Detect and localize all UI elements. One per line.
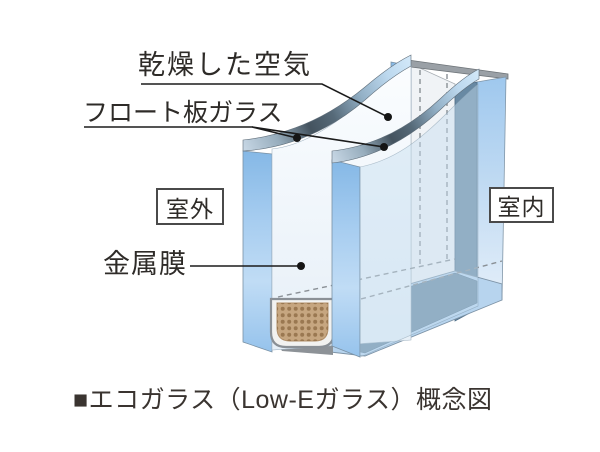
label-dry-air: 乾燥した空気 (138, 50, 312, 80)
leader-dots (293, 113, 392, 270)
leader-lines (84, 83, 389, 267)
desiccant-dots (277, 303, 328, 341)
leader-dot-metal-film (297, 262, 305, 270)
diagram-caption: ■エコガラス（Low-Eガラス）概念図 (73, 386, 493, 414)
outdoor-label-box: 室外 (156, 188, 224, 225)
label-metal-film: 金属膜 (103, 249, 187, 279)
leader-dry-air (141, 83, 389, 118)
outdoor-label: 室外 (166, 195, 214, 222)
indoor-label-box: 室内 (489, 187, 554, 223)
hidden-edge-dashes (277, 70, 503, 307)
leader-dot-float-glass-outer (293, 134, 301, 142)
leader-dot-float-glass-inner (380, 143, 388, 151)
label-float-glass: フロート板ガラス (83, 99, 283, 127)
outdoor-pane-edge-strip (242, 150, 273, 353)
indoor-pane-front-strip (331, 159, 361, 358)
leader-dot-dry-air (384, 113, 392, 121)
indoor-pane-face (359, 83, 479, 358)
outdoor-pane-curve (242, 54, 412, 152)
leader-float-glass (84, 126, 385, 148)
indoor-label: 室内 (497, 194, 546, 220)
indoor-pane-curve (331, 68, 480, 164)
